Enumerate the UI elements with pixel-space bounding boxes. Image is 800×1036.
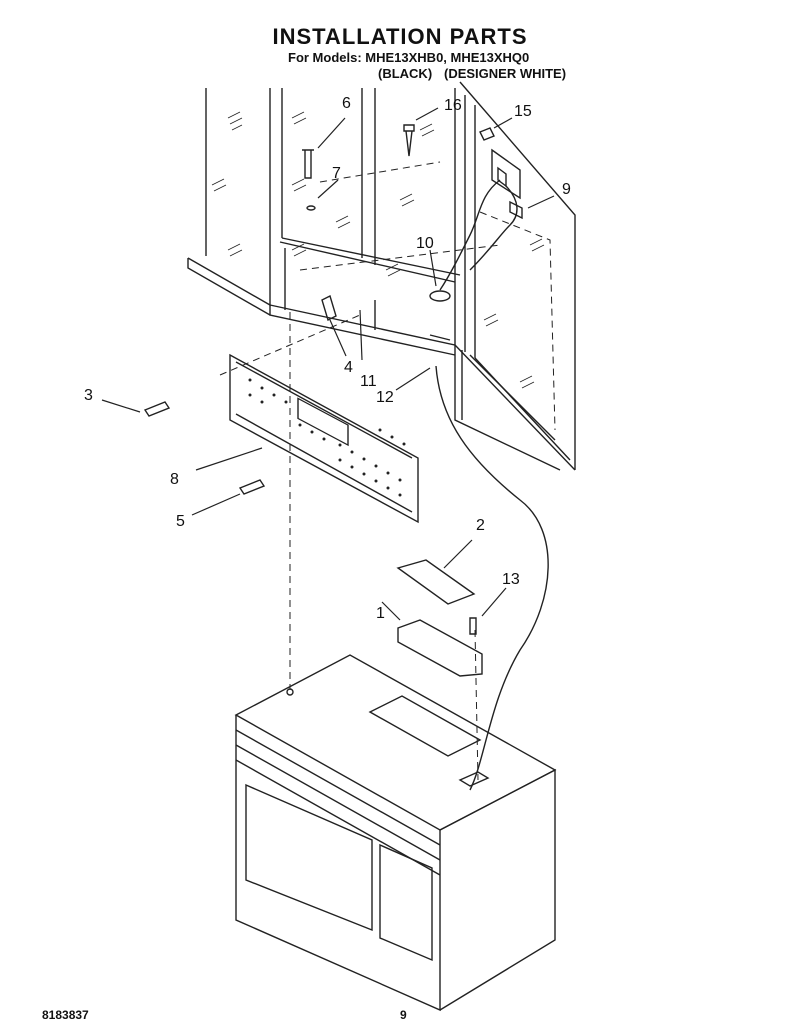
plate-holes: [248, 378, 406, 497]
document-number: 8183837: [42, 1008, 89, 1022]
callout-3: 3: [84, 387, 93, 404]
leader-lines: [101, 107, 555, 621]
callout-11: 11: [360, 373, 377, 390]
callout-6: 6: [342, 95, 351, 112]
screw-6: [302, 149, 314, 179]
screw-15: [479, 127, 495, 141]
outlet-and-cord: [435, 148, 549, 791]
callout-9: 9: [562, 181, 571, 198]
screw-13: [469, 617, 477, 635]
part-1-frame: [397, 619, 483, 677]
washer-7: [306, 205, 316, 211]
bolt-5: [238, 479, 266, 495]
microwave-oven: [234, 654, 557, 1012]
callout-4: 4: [344, 359, 353, 376]
callout-13: 13: [502, 571, 520, 588]
page-title: INSTALLATION PARTS: [272, 24, 528, 49]
glass-hatching: [211, 111, 545, 389]
part-2-frame: [396, 559, 476, 605]
callout-5: 5: [176, 513, 185, 530]
wall-cabinets: [187, 81, 576, 471]
callout-15: 15: [514, 103, 532, 120]
callout-16: 16: [444, 97, 462, 114]
callout-7: 7: [332, 165, 341, 182]
callout-8: 8: [170, 471, 179, 488]
callout-2: 2: [476, 517, 485, 534]
variant-black: (BLACK): [378, 66, 433, 81]
bolt-3: [143, 401, 171, 417]
callout-10: 10: [416, 235, 434, 252]
variant-designer-white: (DESIGNER WHITE): [444, 66, 567, 81]
hardware: [143, 124, 495, 635]
callout-12: 12: [376, 389, 394, 406]
page-number: 9: [400, 1008, 407, 1022]
models-line: For Models: MHE13XHB0, MHE13XHQ0: [288, 50, 530, 65]
toggle-bolt-16: [403, 124, 415, 157]
bracket-4: [321, 295, 337, 321]
cabinet-hidden-lines: [219, 161, 556, 781]
callout-1: 1: [376, 605, 385, 622]
mounting-plate: [229, 353, 419, 524]
mount-hole: [286, 688, 294, 696]
grommet: [429, 290, 451, 302]
